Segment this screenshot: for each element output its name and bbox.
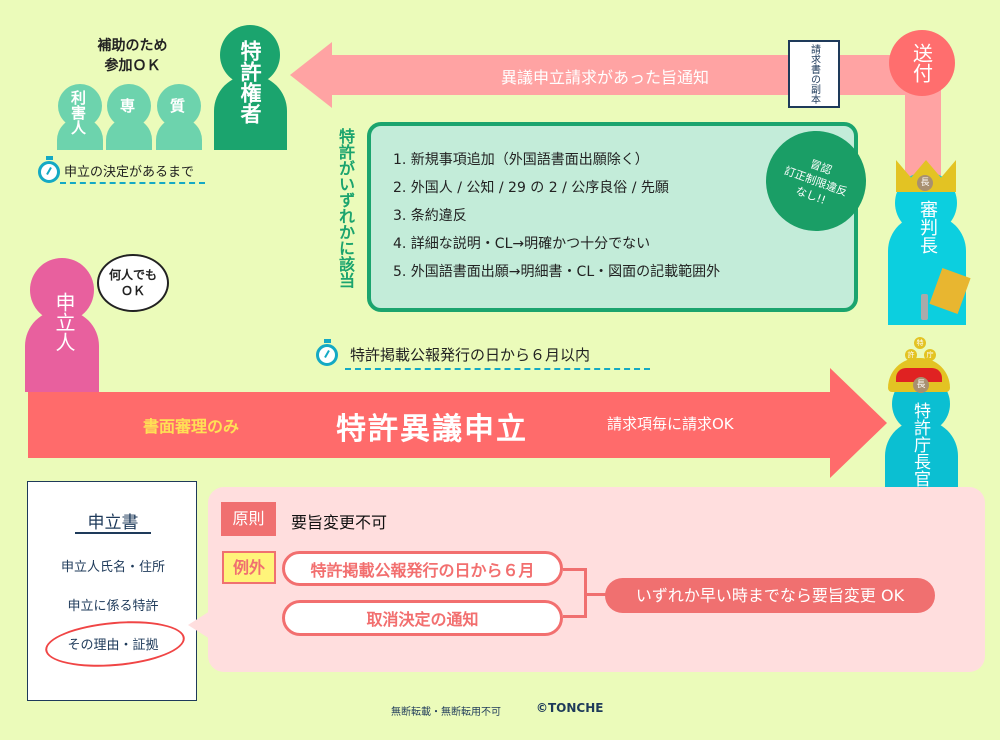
- footer-copyright: ©TONCHE: [536, 701, 604, 715]
- bracket-connector: [563, 568, 587, 618]
- send-circle: 送付: [889, 30, 955, 96]
- whistle-icon: [921, 294, 928, 320]
- speech-bubble: 何人でも ＯＫ: [97, 254, 169, 312]
- deadline-text: 申立の決定があるまで: [64, 165, 195, 180]
- condition-item: 2. 外国人 / 公知 / 29 の 2 / 公序良俗 / 先願: [393, 180, 669, 196]
- document-item: 申立人氏名・住所: [60, 560, 165, 575]
- exception-pill: 特許掲載公報発行の日から６月: [282, 551, 563, 586]
- exception-pill: 取消決定の通知: [282, 600, 563, 636]
- main-title: 特許異議申立: [336, 412, 528, 447]
- principle-text: 要旨変更不可: [291, 513, 388, 532]
- conditions-box: [367, 122, 858, 312]
- document-item-highlighted: その理由・証拠: [67, 638, 159, 653]
- result-pill: いずれか早い時までなら要旨変更 OK: [605, 578, 935, 613]
- document-item: 申立に係る特許: [67, 599, 159, 614]
- dashed-underline: [345, 368, 650, 370]
- stopwatch-icon: [316, 339, 338, 366]
- condition-label: 特許がいずれかに該当: [336, 128, 355, 288]
- stopwatch-icon: [38, 156, 60, 183]
- exception-tag: 例外: [222, 551, 276, 584]
- period-text: 特許掲載公報発行の日から６月以内: [350, 346, 591, 364]
- red-circle-mark: [43, 615, 187, 673]
- copy-box: 請求書の副本: [788, 40, 840, 108]
- callout-pointer: [188, 611, 210, 639]
- condition-item: 3. 条約違反: [393, 208, 467, 224]
- condition-item: 5. 外国語書面出願→明細書・CL・図面の記載範囲外: [393, 264, 721, 280]
- principle-tag: 原則: [221, 502, 276, 536]
- document-box: 申立書 申立人氏名・住所 申立に係る特許 その理由・証拠: [27, 481, 197, 701]
- footer-notice: 無断転載・無断転用不可: [391, 707, 501, 718]
- support-note: 補助のため 参加ＯＫ: [97, 38, 168, 74]
- condition-item: 4. 詳細な説明・CL→明確かつ十分でない: [393, 236, 651, 252]
- dashed-underline: [60, 182, 205, 184]
- condition-item: 1. 新規事項追加（外国語書面出願除く）: [393, 152, 649, 168]
